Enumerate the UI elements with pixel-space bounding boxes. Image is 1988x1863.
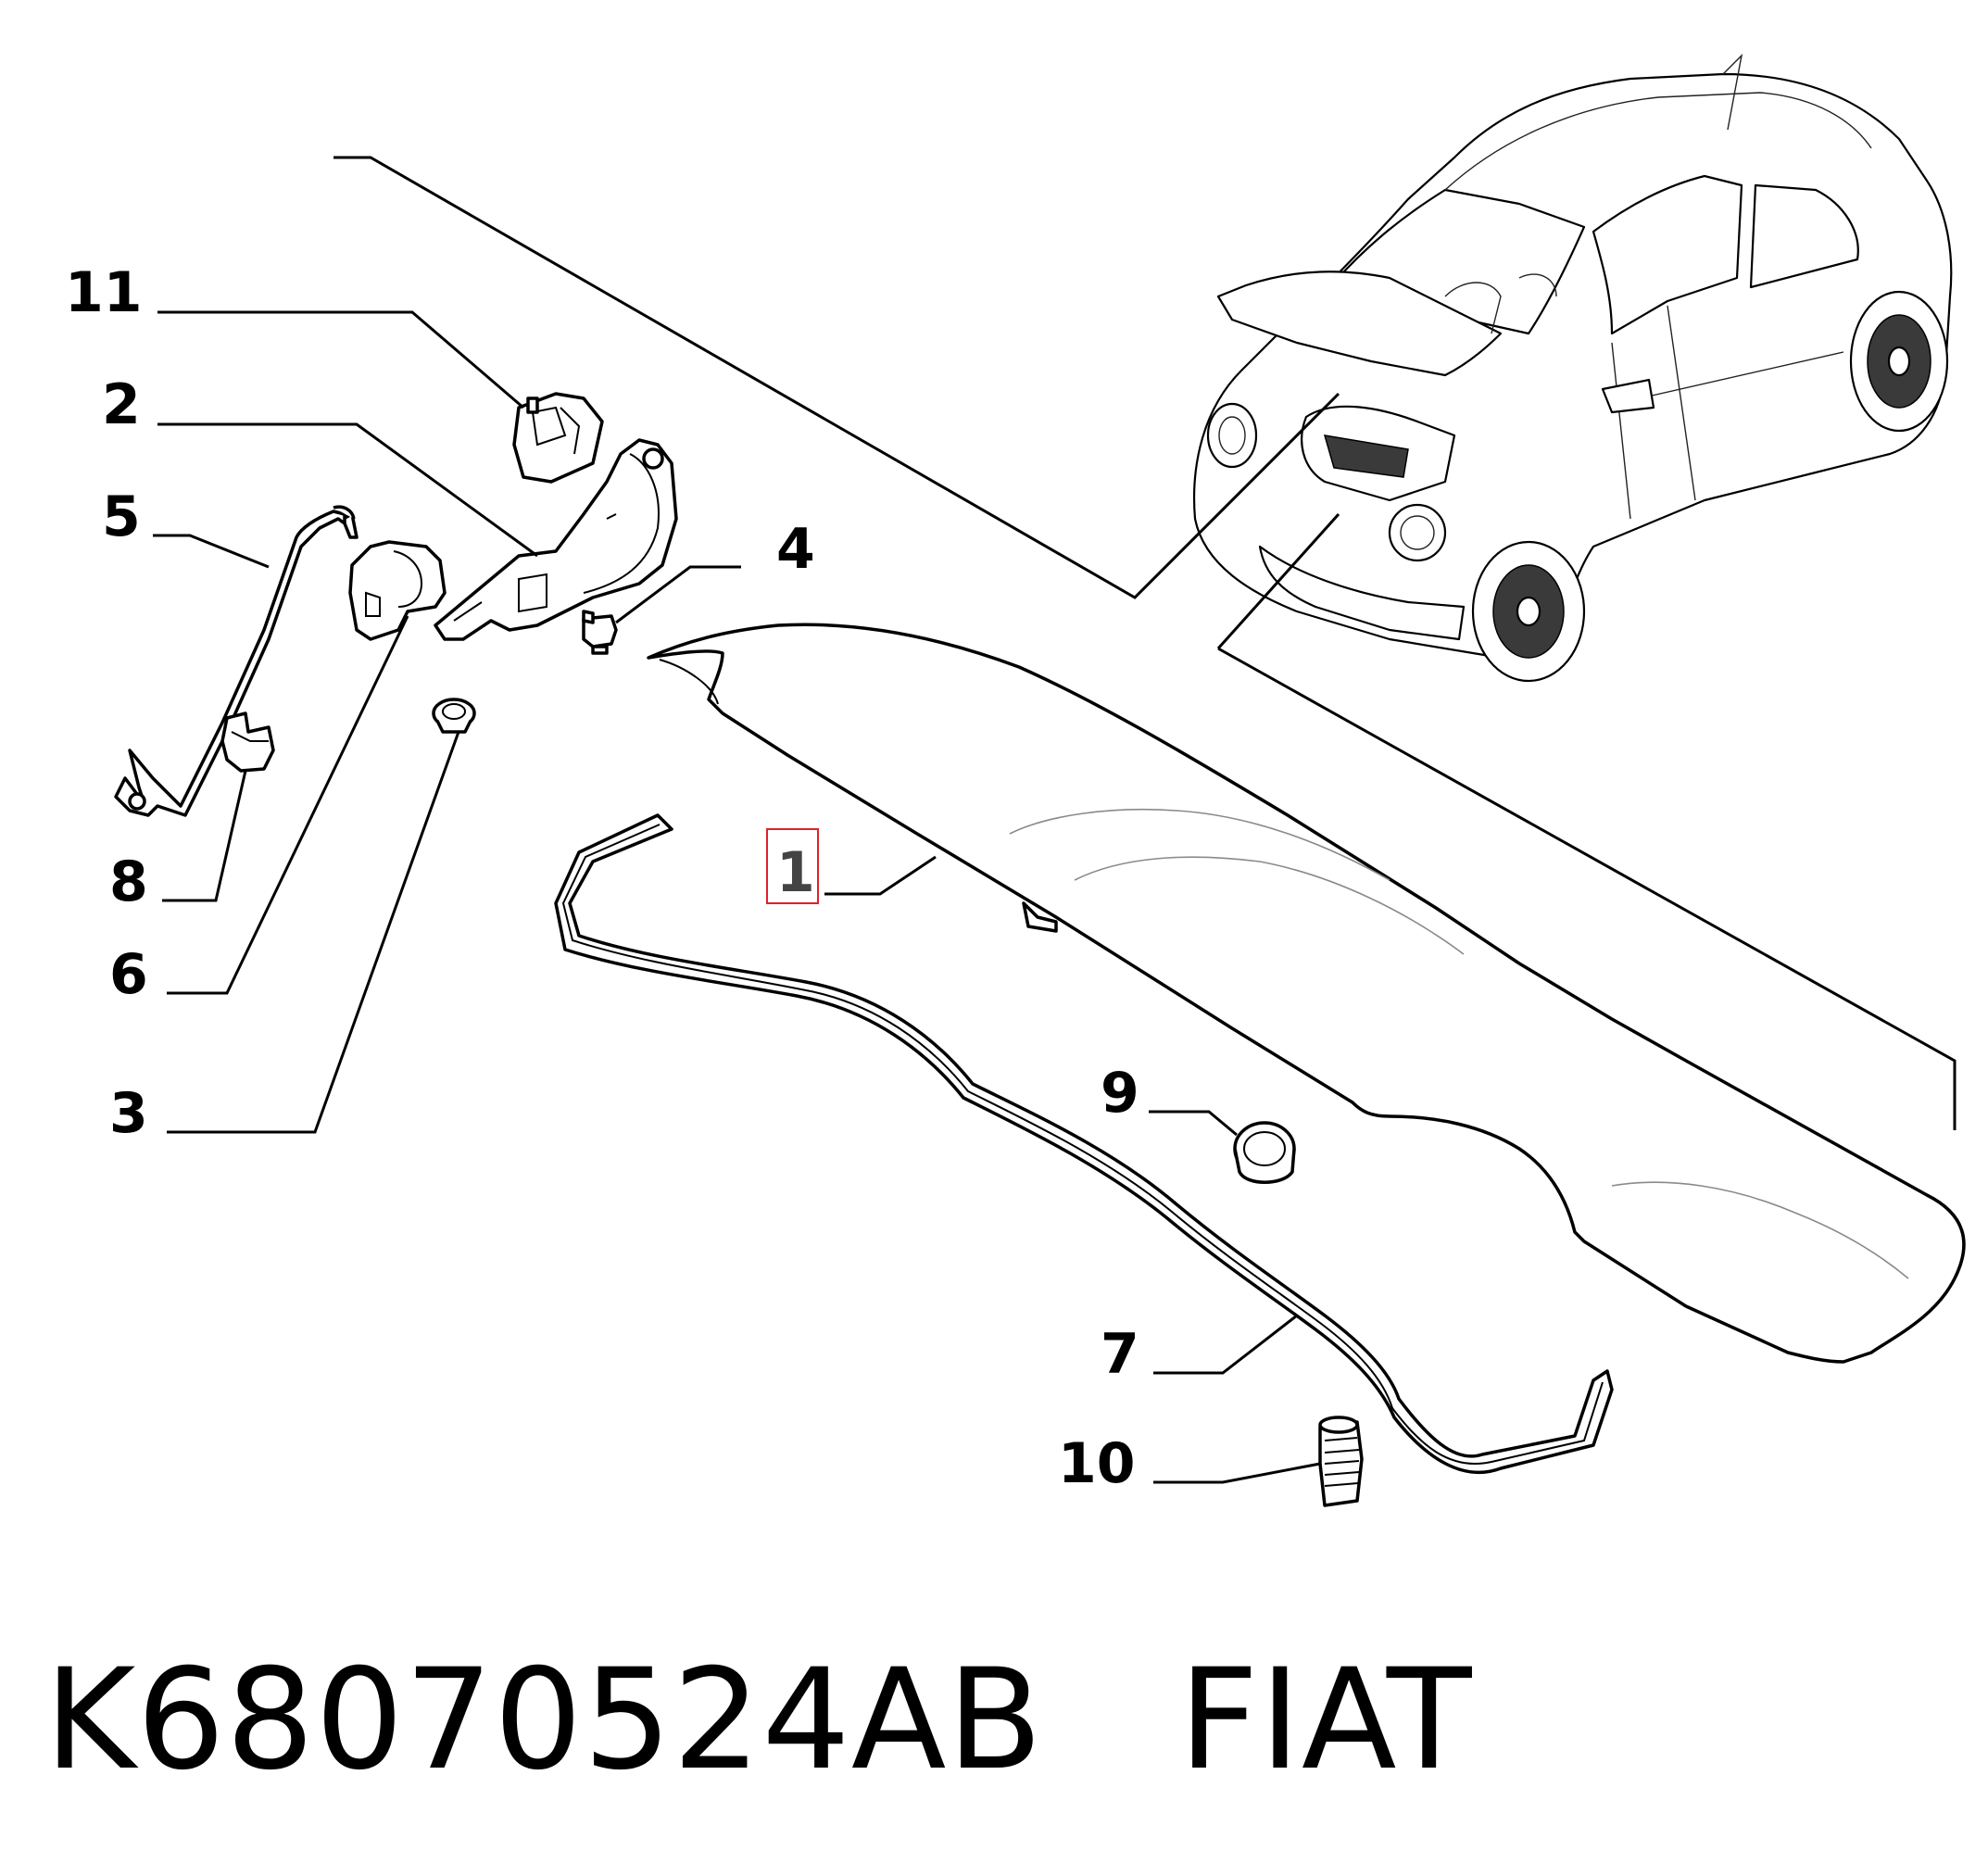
- callout-4: 4: [776, 517, 815, 582]
- callout-labels: 11 2 5 4 8 6 3 1 9 7 10: [65, 260, 1139, 1496]
- callout-11: 11: [65, 260, 143, 325]
- part-10-stud: [1318, 1416, 1364, 1507]
- part-2-hinge: [434, 438, 678, 641]
- part-4-bolt: [582, 610, 618, 655]
- callout-1-highlight: [766, 828, 819, 904]
- part-caption: K68070524AB FIAT: [44, 1640, 1473, 1801]
- brand-name: FIAT: [1178, 1640, 1473, 1801]
- part-1-hood-insulator: [647, 623, 1966, 1364]
- part-6-bushing: [348, 540, 447, 641]
- callout-6: 6: [109, 942, 148, 1007]
- part-number: K68070524AB: [44, 1640, 1044, 1801]
- callout-8: 8: [109, 850, 148, 914]
- view-reference-lines: [333, 156, 1957, 1130]
- callout-2: 2: [102, 372, 141, 437]
- car-illustration: [1192, 53, 1953, 683]
- part-11-bracket: [512, 392, 604, 484]
- part-7-seal: [554, 813, 1614, 1474]
- part-3-grommet: [432, 698, 476, 734]
- callout-7: 7: [1101, 1322, 1139, 1387]
- part-9-bumper-stop: [1233, 1121, 1296, 1184]
- leader-lines: [153, 310, 1321, 1484]
- part-8-clip: [220, 711, 275, 773]
- callout-3: 3: [109, 1081, 148, 1146]
- part-5-prop-rod: [114, 505, 359, 817]
- callout-10: 10: [1058, 1431, 1136, 1496]
- callout-9: 9: [1101, 1061, 1139, 1126]
- callout-5: 5: [102, 485, 141, 549]
- callout-1: 1: [776, 840, 815, 905]
